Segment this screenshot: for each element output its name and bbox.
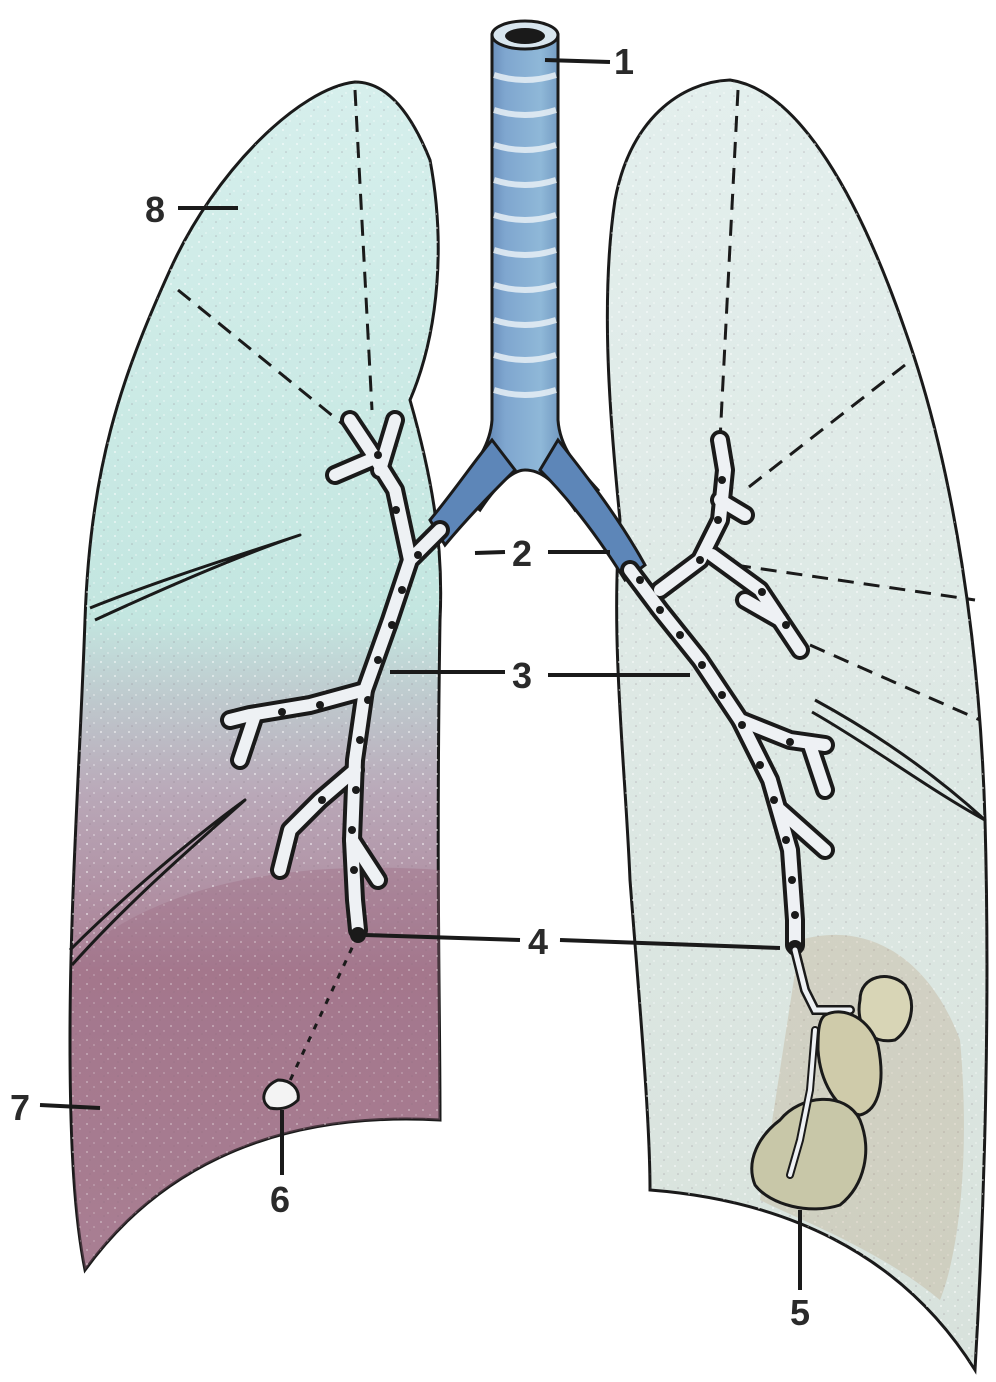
label-3: 3 — [512, 655, 532, 696]
left-alveolus — [264, 1080, 298, 1109]
leader-1 — [545, 60, 610, 62]
label-8: 8 — [145, 189, 165, 230]
leader-2 — [475, 552, 505, 553]
label-1: 1 — [614, 41, 634, 82]
label-4: 4 — [528, 921, 548, 962]
trachea — [455, 21, 598, 510]
label-6: 6 — [270, 1179, 290, 1220]
left-lung — [70, 82, 441, 1270]
left-lower-lobe-shade — [72, 868, 440, 1270]
label-7: 7 — [10, 1087, 30, 1128]
label-2: 2 — [512, 533, 532, 574]
trachea-tube — [455, 35, 598, 510]
label-5: 5 — [790, 1292, 810, 1333]
trachea-lumen — [505, 28, 545, 44]
